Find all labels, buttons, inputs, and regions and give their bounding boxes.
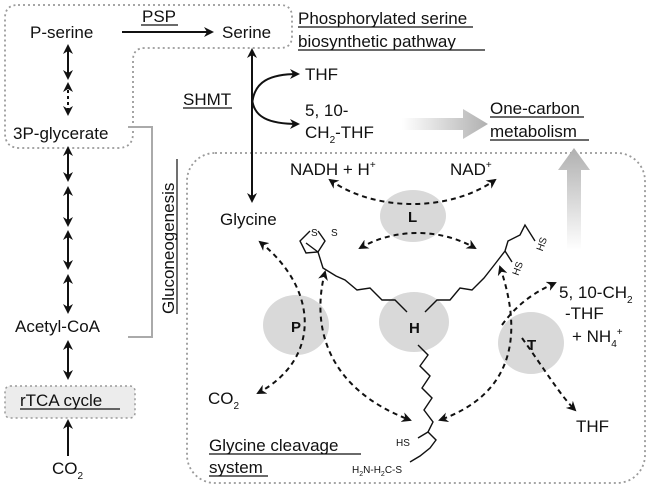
label-s-1: S (311, 228, 318, 239)
serine-pathway-box (4, 4, 293, 149)
label-enzyme-l: L (408, 209, 417, 226)
label-methylene-thf-right-3: + NH4+ (572, 327, 623, 350)
label-amine: H2N-H2C-S (352, 465, 402, 478)
label-phospho-serine-2: biosynthetic pathway (298, 32, 456, 51)
label-serine: Serine (222, 23, 271, 42)
glycine-cleavage-box (186, 152, 646, 484)
enzyme-t-circle (498, 312, 564, 374)
label-gcs-1: Glycine cleavage (209, 436, 338, 455)
lipoyl-chain-left (305, 242, 408, 313)
label-methylene-thf-line2: CH2-THF (305, 123, 374, 146)
label-p-serine: P-serine (30, 23, 93, 42)
gluconeogenesis-bracket (128, 126, 153, 338)
label-methylene-thf-line1: 5, 10- (305, 101, 348, 120)
label-co2-left: CO2 (208, 389, 240, 412)
label-enzyme-t: T (527, 337, 536, 354)
lipoyl-chain-right-sh (504, 250, 513, 263)
label-one-carbon-1: One-carbon (490, 99, 580, 118)
arrow-shmt-ch2thf (251, 95, 300, 129)
arrow-nadh-nad (328, 178, 497, 205)
label-rtca: rTCA cycle (20, 391, 102, 410)
label-nadh: NADH + H+ (290, 160, 376, 179)
label-gluconeogenesis: Gluconeogenesis (159, 183, 178, 314)
label-enzyme-p: P (291, 319, 301, 336)
label-enzyme-h: H (409, 320, 420, 337)
enzyme-p-circle (263, 295, 329, 355)
label-acetyl-coa: Acetyl-CoA (15, 317, 101, 336)
arrow-t-thf (521, 337, 577, 412)
label-phospho-serine-1: Phosphorylated serine (298, 9, 467, 28)
label-enzyme-psp: PSP (142, 7, 176, 26)
label-co2-bottom: CO2 (52, 459, 84, 482)
label-hs-top-2: HS (511, 260, 526, 277)
label-methylene-thf-right-2: -THF (565, 304, 604, 323)
enzyme-l-circle (380, 190, 446, 242)
lipoyl-chain-bottom-sh (417, 431, 429, 439)
label-thf-top: THF (305, 65, 338, 84)
label-enzyme-shmt: SHMT (183, 90, 231, 109)
label-methylene-thf-right-1: 5, 10-CH2 (559, 283, 633, 306)
label-3p-glycerate: 3P-glycerate (13, 124, 108, 143)
big-arrow-one-carbon (402, 109, 488, 139)
label-hs-bottom: HS (396, 438, 410, 449)
label-gcs-2: system (209, 458, 263, 477)
arrow-t-methylene (501, 281, 557, 326)
lipoyl-chain-bottom (409, 344, 437, 463)
rtca-box (4, 385, 136, 419)
label-thf-bottom: THF (576, 417, 609, 436)
label-one-carbon-2: metabolism (490, 122, 577, 141)
dithiolane-ring (299, 230, 326, 254)
lipoyl-chain-right (424, 223, 536, 313)
arrow-lipoyl-exchange (358, 232, 477, 249)
label-glycine: Glycine (220, 210, 277, 229)
label-s-2: S (331, 228, 338, 239)
arrow-shmt-thf (251, 69, 300, 109)
big-arrow-up-one-carbon (558, 148, 590, 250)
label-nad: NAD+ (450, 160, 492, 179)
arrow-h-left-cycle (318, 270, 412, 422)
label-hs-top-1: HS (535, 236, 550, 253)
